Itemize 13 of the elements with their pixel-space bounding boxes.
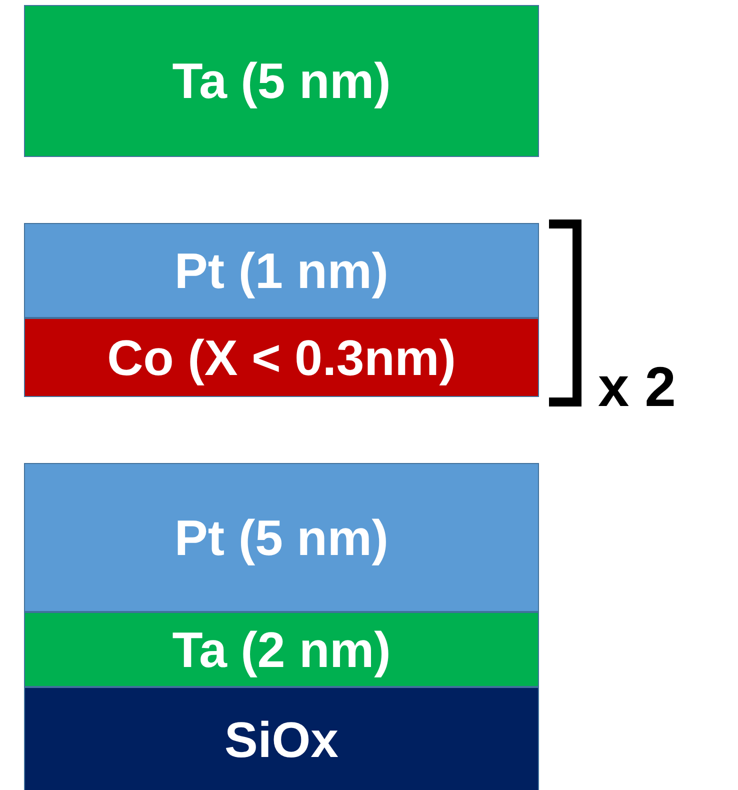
co-layer bbox=[24, 318, 539, 397]
ta-layer bbox=[24, 612, 539, 687]
repeat-count: x 2 bbox=[598, 354, 676, 419]
ta-layer bbox=[24, 5, 539, 157]
layer-label: Pt (5 nm) bbox=[174, 508, 388, 566]
layer-label: Co (X < 0.3nm) bbox=[107, 328, 456, 386]
layer-label: SiOx bbox=[224, 711, 338, 769]
layer-label: Pt (1 nm) bbox=[174, 242, 388, 300]
pt-layer bbox=[24, 223, 539, 318]
substrate-layer bbox=[24, 687, 539, 790]
layer-label: Ta (5 nm) bbox=[172, 52, 391, 110]
pt-layer bbox=[24, 463, 539, 612]
layer-label: Ta (2 nm) bbox=[172, 620, 391, 678]
